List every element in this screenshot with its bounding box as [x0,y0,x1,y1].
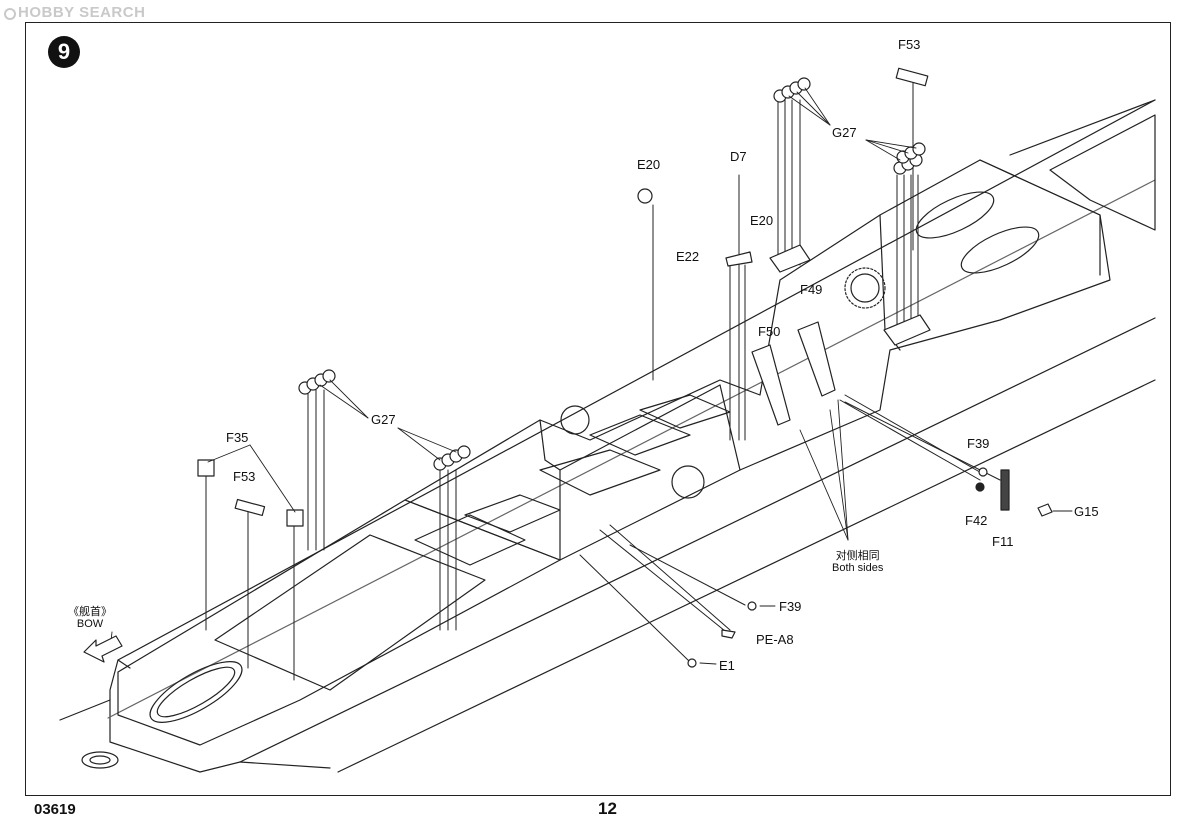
parts-shapes [81,67,1053,769]
forward-deck [117,499,561,746]
part-label-f42: F42 [965,513,988,528]
part-label-pe-a8: PE-A8 [756,632,794,647]
part-label-g27-right: G27 [832,125,857,140]
part-label-f53-left: F53 [233,469,256,484]
part-label-f39-right: F39 [967,436,990,451]
watermark-logo-icon [4,8,16,20]
both-sides-cn: 对侧相同 [835,550,880,562]
part-label-g27-left: G27 [371,412,396,427]
part-label-f11: F11 [992,534,1014,549]
part-label-f53-top: F53 [898,37,921,52]
diagram-frame [25,22,1171,796]
both-sides-en: Both sides [832,562,884,574]
both-sides-note: 对侧相同 Both sides [832,550,883,574]
part-label-f49: F49 [800,282,823,297]
part-label-d7: D7 [730,149,747,164]
kit-code: 03619 [34,801,76,818]
hull-outline [59,99,1156,773]
step-number-badge: 9 [48,36,80,68]
part-label-f35: F35 [226,430,249,445]
part-label-f50: F50 [758,324,781,339]
part-label-e1: E1 [719,658,735,673]
bow-arrow-icon [83,635,123,663]
bow-note: 《舰首》 BOW [68,606,112,630]
part-label-g15: G15 [1074,504,1099,519]
callout-leaders [109,87,1073,665]
watermark: HOBBY SEARCH [4,4,145,21]
part-label-e22: E22 [676,249,700,264]
part-label-f39-low: F39 [779,599,802,614]
forward-superstructure [404,99,1156,566]
watermark-text: HOBBY SEARCH [18,4,146,21]
part-label-e20-b: E20 [750,213,774,228]
bow-en: BOW [76,618,104,630]
bow-cn: 《舰首》 [68,606,112,618]
page-number: 12 [598,799,617,818]
part-label-e20-a: E20 [637,157,661,172]
